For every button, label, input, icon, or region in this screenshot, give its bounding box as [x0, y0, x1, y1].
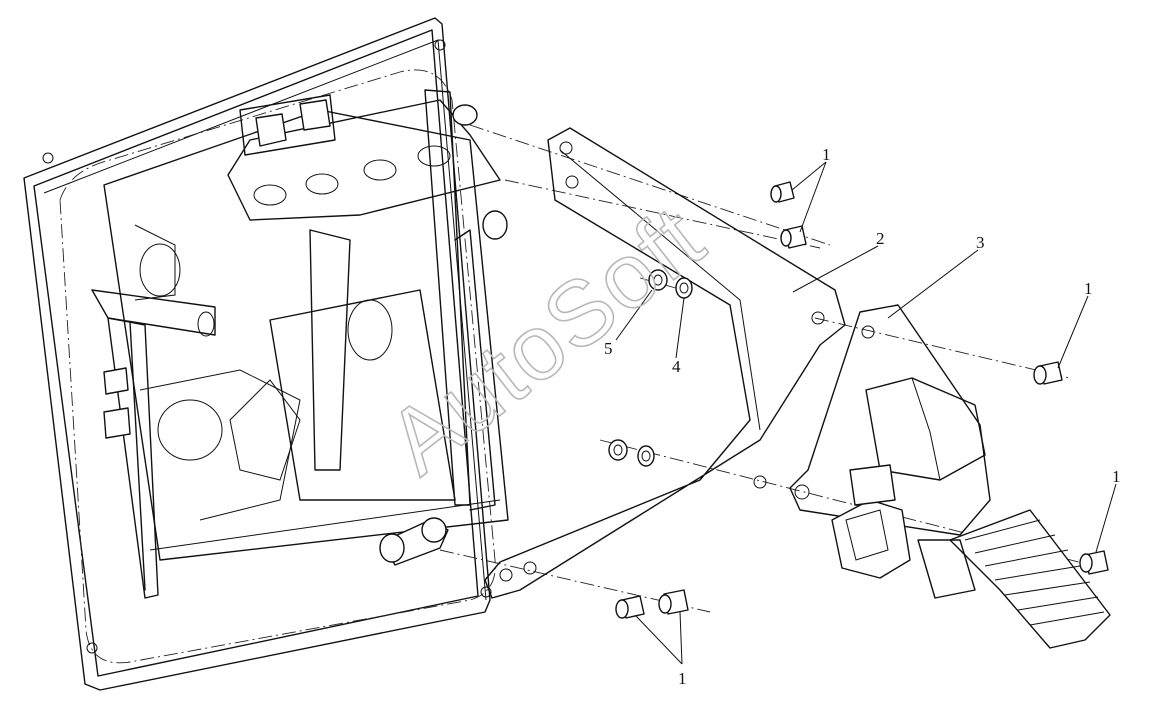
watermark: AutoSoft [370, 186, 723, 493]
callout-labels: 1 2 3 1 5 4 1 1 [604, 145, 1121, 688]
callout-3: 3 [976, 233, 985, 252]
callout-1-bottom: 1 [678, 669, 687, 688]
callout-1-top: 1 [822, 145, 831, 164]
callout-4: 4 [672, 357, 681, 376]
mounting-plate [23, 17, 509, 691]
callout-1-right-upper: 1 [1084, 279, 1093, 298]
accelerator-pedal-assembly [789, 304, 1111, 649]
callout-2: 2 [876, 229, 885, 248]
callout-5: 5 [604, 339, 613, 358]
support-bracket [484, 127, 846, 599]
callout-1-right-lower: 1 [1112, 467, 1121, 486]
nuts-and-washers [608, 269, 693, 467]
bolts [615, 181, 1109, 619]
callout-leaders [615, 161, 1117, 665]
